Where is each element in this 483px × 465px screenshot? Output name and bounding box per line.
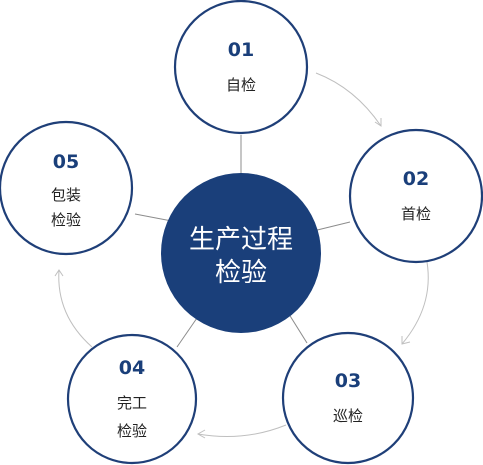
center-hub: 生产过程 检验 [161, 173, 321, 333]
step-04-node: 04 完工 检验 [66, 333, 198, 465]
step-02-label: 首检 [401, 205, 431, 223]
step-01-label: 自检 [226, 76, 256, 94]
flow-arrow-02-03 [401, 261, 429, 345]
spoke-04 [176, 317, 198, 348]
step-04-number: 04 [119, 357, 145, 379]
flow-arrow-01-02 [315, 72, 382, 127]
step-04-circle [66, 333, 198, 465]
step-02-node: 02 首检 [348, 128, 483, 264]
step-05-circle [0, 120, 134, 256]
step-02-number: 02 [403, 168, 429, 190]
step-03-node: 03 巡检 [281, 331, 415, 465]
step-05-label-line2: 检验 [51, 211, 81, 229]
step-03-label: 巡检 [333, 407, 363, 425]
flow-arrow-04-05 [54, 269, 93, 348]
center-title-line2: 检验 [215, 258, 267, 288]
step-05-number: 05 [53, 151, 79, 173]
step-04-label-line2: 检验 [117, 422, 147, 440]
step-03-number: 03 [335, 370, 361, 392]
spoke-03 [286, 310, 308, 344]
step-05-label-line1: 包装 [51, 186, 81, 204]
flow-arrow-03-04 [196, 424, 287, 439]
step-03-circle [281, 331, 415, 465]
center-title-line1: 生产过程 [189, 225, 293, 255]
step-01-circle [173, 0, 309, 135]
step-01-node: 01 自检 [173, 0, 309, 135]
step-01-number: 01 [228, 39, 254, 61]
step-04-label-line1: 完工 [117, 394, 147, 412]
center-circle [161, 173, 321, 333]
step-05-node: 05 包装 检验 [0, 120, 134, 256]
step-02-circle [348, 128, 483, 264]
